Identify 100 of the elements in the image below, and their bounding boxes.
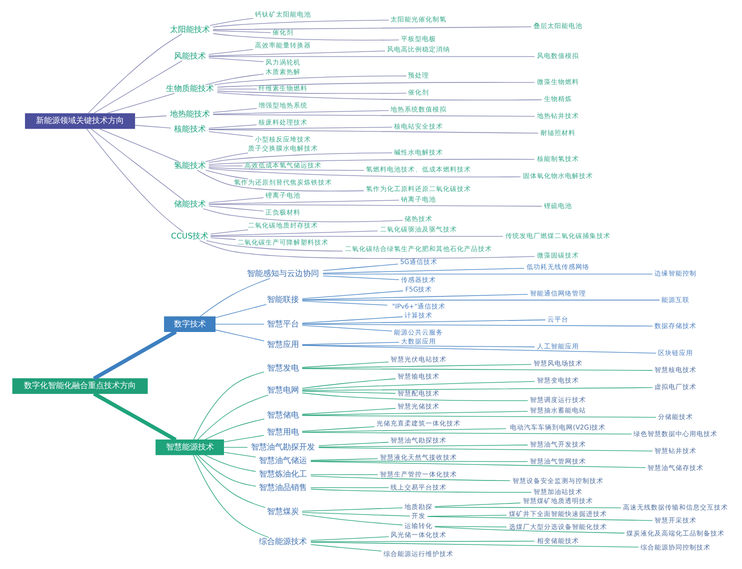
- connector: [206, 240, 343, 252]
- connector: [301, 507, 402, 512]
- connector: [212, 108, 257, 113]
- connector: [208, 152, 392, 163]
- connector: [301, 324, 652, 326]
- connector: [196, 170, 364, 192]
- connector: [212, 110, 389, 114]
- connector: [212, 26, 532, 30]
- connector: [209, 18, 253, 26]
- connector: [301, 345, 656, 354]
- connector: [208, 50, 385, 56]
- connector: [208, 58, 264, 62]
- connector: [204, 454, 256, 472]
- connector: [196, 454, 256, 486]
- connector: [222, 447, 248, 448]
- connector: [202, 208, 402, 222]
- connector: [92, 330, 176, 380]
- connector: [310, 540, 534, 542]
- connector: [212, 114, 534, 117]
- connector: [310, 542, 638, 548]
- connector: [301, 408, 396, 415]
- connector: [216, 82, 534, 88]
- connector: [301, 415, 656, 418]
- connector: [98, 128, 179, 162]
- connector: [301, 387, 652, 391]
- connector: [301, 426, 374, 432]
- connector: [204, 170, 248, 180]
- connector: [208, 126, 392, 130]
- connector: [198, 278, 270, 318]
- connector: [301, 432, 632, 434]
- connector: [106, 93, 174, 114]
- connector: [212, 30, 271, 33]
- connector: [216, 88, 257, 90]
- connector: [196, 394, 268, 440]
- connector: [322, 264, 398, 271]
- connector: [318, 444, 528, 448]
- connector: [208, 124, 256, 128]
- connector: [310, 488, 532, 493]
- connector: [301, 428, 506, 432]
- connector: [301, 392, 528, 401]
- connector: [212, 33, 399, 40]
- connector: [301, 368, 652, 371]
- connector: [301, 320, 546, 324]
- connector: [310, 458, 378, 461]
- connector: [204, 152, 248, 162]
- connector: [434, 506, 621, 508]
- connector: [310, 536, 389, 541]
- connector: [198, 240, 534, 259]
- connector: [426, 516, 652, 521]
- connector: [301, 514, 402, 526]
- connector: [301, 362, 388, 368]
- connector: [87, 34, 182, 114]
- connector: [214, 304, 266, 318]
- connector: [92, 60, 182, 114]
- connector: [318, 442, 388, 446]
- connector: [92, 392, 176, 442]
- connector: [301, 381, 534, 390]
- connector: [301, 512, 410, 516]
- connector: [214, 324, 264, 325]
- connector: [322, 276, 399, 280]
- connector: [90, 128, 184, 200]
- connector: [134, 116, 166, 118]
- connector: [208, 49, 253, 55]
- connector: [318, 447, 652, 452]
- connector: [301, 325, 392, 332]
- connector: [212, 20, 389, 28]
- connector: [192, 454, 269, 538]
- connector: [214, 76, 406, 86]
- connector: [208, 129, 538, 134]
- connector: [216, 90, 406, 94]
- connector: [208, 158, 534, 165]
- connector: [310, 476, 510, 482]
- connector: [204, 74, 264, 86]
- connector: [210, 236, 503, 237]
- connector: [222, 452, 256, 458]
- connector: [434, 526, 506, 528]
- connector: [208, 200, 399, 204]
- connector: [301, 294, 528, 300]
- connector: [301, 290, 403, 300]
- connector: [434, 526, 624, 534]
- connector: [208, 168, 520, 178]
- connector: [310, 474, 378, 476]
- connector: [222, 435, 264, 442]
- connector: [301, 316, 402, 324]
- connector: [208, 204, 542, 207]
- connector: [86, 128, 184, 232]
- connector: [134, 124, 171, 128]
- connector: [208, 131, 253, 137]
- connector: [208, 206, 264, 212]
- connector: [301, 342, 399, 345]
- connector: [210, 230, 378, 236]
- connector: [210, 237, 236, 240]
- connector: [216, 92, 542, 100]
- connector: [434, 502, 520, 507]
- connector: [301, 378, 396, 389]
- connector: [208, 56, 534, 57]
- connector: [322, 268, 524, 274]
- connector: [301, 300, 388, 306]
- connector: [210, 229, 248, 234]
- connector: [208, 167, 364, 171]
